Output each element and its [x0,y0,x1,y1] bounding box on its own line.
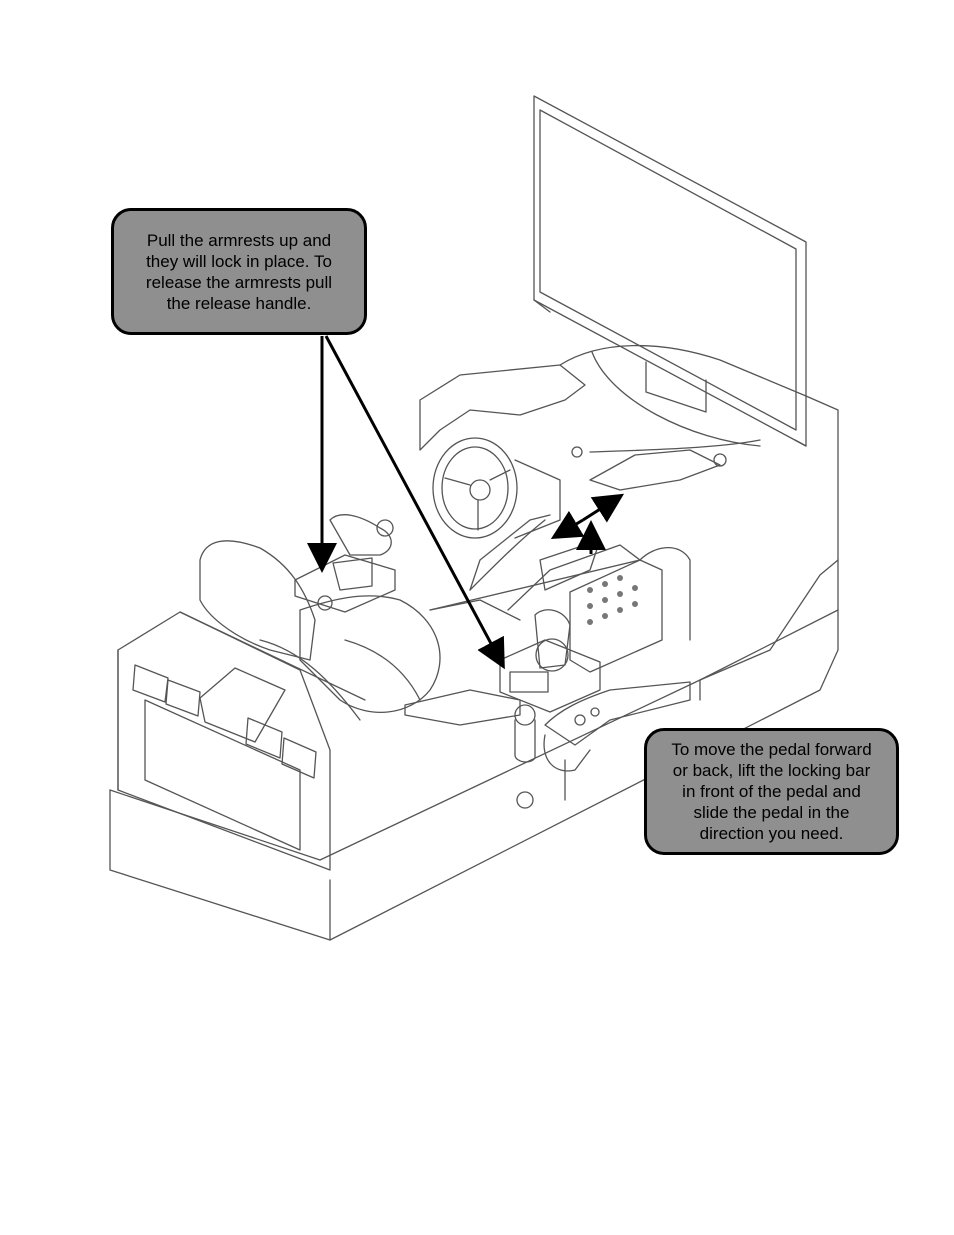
cabinet-contour-right [639,547,691,641]
steering-wheel [432,437,561,539]
callout-armrest-line: they will lock in place. To [146,251,332,271]
pedal-arrow-back [550,510,585,540]
callout-armrest-line: release the armrests pull [145,272,333,292]
callout-pedal-line: To move the pedal forward [671,740,872,759]
seat [199,540,441,721]
callout-pedal-line: slide the pedal in the [693,803,850,822]
callout-pedal-line: direction you need. [699,824,844,843]
pedal-arrow-forward [582,493,625,523]
cockpit-base [109,395,839,941]
callout-pedal-line: in front of the pedal and [682,782,861,801]
dashboard [419,344,807,491]
right-armrest [404,609,601,763]
callout-armrest-line: Pull the armrests up and [146,230,332,250]
armrest-arrow-right [324,335,505,670]
callout-armrest-line: the release handle. [166,293,312,313]
callout-armrest: Pull the armrests up and they will lock … [111,208,367,335]
side-control-panel [543,681,691,772]
left-armrest [294,514,396,613]
front-console [117,611,366,871]
callout-pedal-line: or back, lift the locking bar [672,761,871,780]
callout-pedal: To move the pedal forward or back, lift … [644,728,899,855]
cabinet-contour [469,519,546,591]
monitor [533,95,807,447]
